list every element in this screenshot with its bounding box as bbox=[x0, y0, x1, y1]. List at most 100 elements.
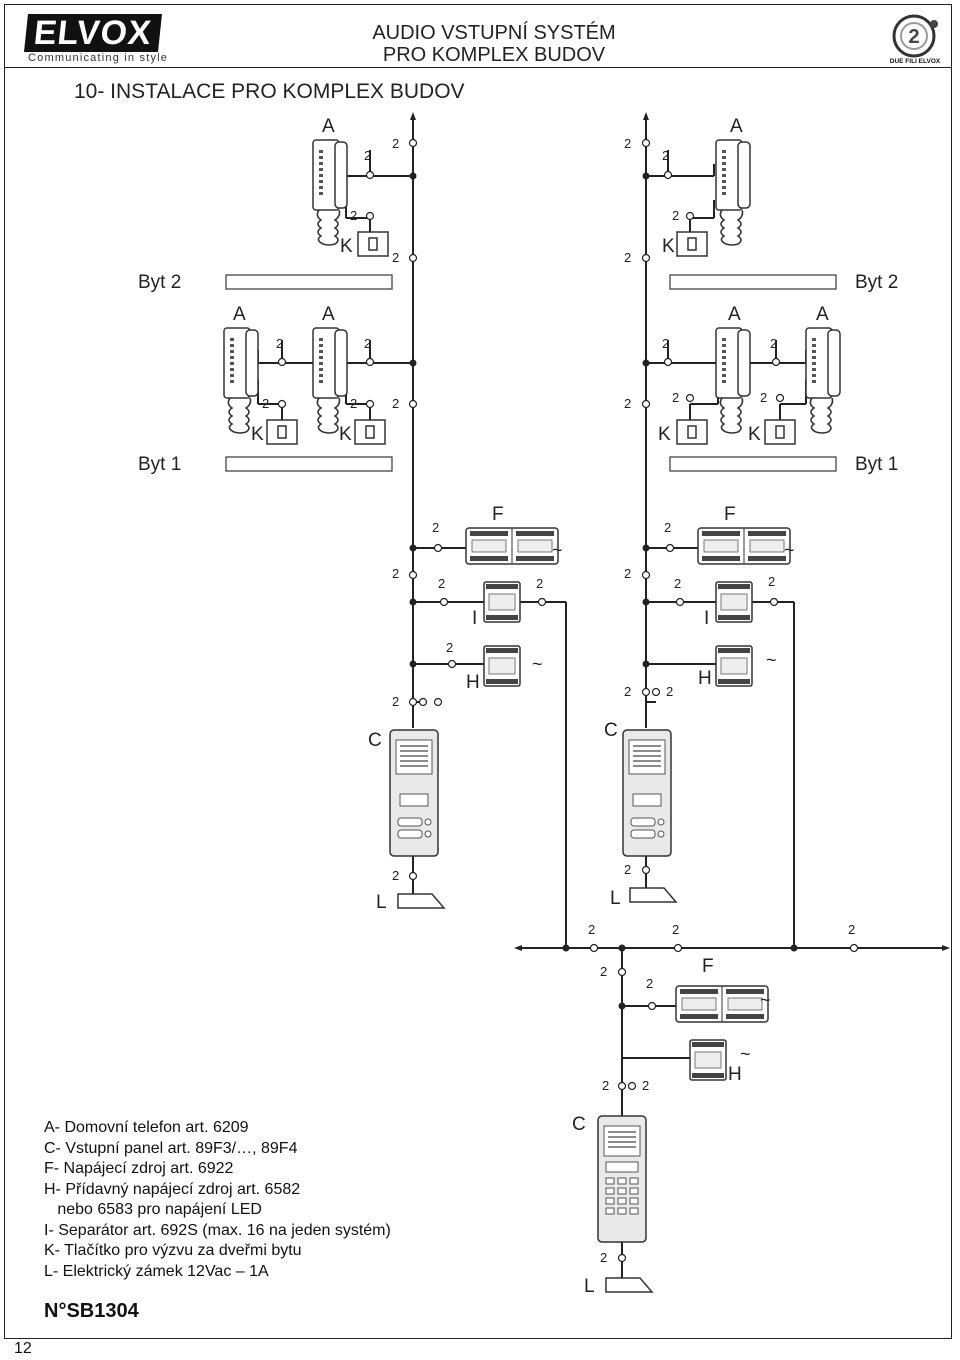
ac-symbol: ~ bbox=[784, 540, 795, 560]
door-call-button-k bbox=[764, 419, 796, 445]
legend-item: F- Napájecí zdroj art. 6922 bbox=[44, 1160, 234, 1177]
label-k: K bbox=[748, 424, 761, 445]
badge-label: DUE FILI ELVOX bbox=[889, 58, 941, 65]
separator-i bbox=[715, 581, 753, 623]
floor-slab-b2-byt2 bbox=[669, 274, 837, 290]
label-k: K bbox=[662, 236, 675, 257]
entrance-panel-c bbox=[622, 729, 672, 857]
wire-count-2: 2 bbox=[624, 250, 631, 265]
label-c: C bbox=[572, 1114, 586, 1135]
ac-symbol: ~ bbox=[760, 990, 771, 1010]
aux-power-supply-h bbox=[483, 645, 521, 687]
wire-count-2: 2 bbox=[446, 640, 453, 655]
wire-count-2: 2 bbox=[674, 576, 681, 591]
entrance-panel-c-keypad bbox=[597, 1115, 647, 1243]
header-title-line2: PRO KOMPLEX BUDOV bbox=[382, 44, 606, 66]
due-fili-icon: 2 bbox=[892, 14, 938, 58]
home-telephone-a bbox=[715, 327, 751, 434]
floor-label-b2-byt2: Byt 2 bbox=[855, 272, 898, 293]
label-f: F bbox=[492, 504, 504, 525]
floor-label-b1-byt2: Byt 2 bbox=[138, 272, 181, 293]
label-a: A bbox=[233, 304, 246, 325]
label-a: A bbox=[728, 304, 741, 325]
electric-lock-l bbox=[397, 893, 445, 909]
label-a: A bbox=[816, 304, 829, 325]
door-call-button-k bbox=[354, 419, 386, 445]
wire-count-2: 2 bbox=[770, 336, 777, 351]
label-a: A bbox=[322, 304, 335, 325]
logo-tagline: Communicating in style bbox=[28, 52, 169, 64]
ac-symbol: ~ bbox=[740, 1044, 751, 1064]
wire-count-rings bbox=[277, 138, 859, 1263]
floor-label-b2-byt1: Byt 1 bbox=[855, 454, 898, 475]
entrance-panel-c bbox=[389, 729, 439, 857]
label-h: H bbox=[698, 668, 712, 689]
ac-symbol: ~ bbox=[766, 650, 777, 670]
document-number: N°SB1304 bbox=[44, 1300, 139, 1322]
door-call-button-k bbox=[357, 231, 389, 257]
wire-count-2: 2 bbox=[432, 520, 439, 535]
svg-text:2: 2 bbox=[908, 26, 919, 48]
power-supply-f bbox=[697, 527, 791, 565]
label-k: K bbox=[658, 424, 671, 445]
label-c: C bbox=[368, 730, 382, 751]
wire-count-2: 2 bbox=[364, 148, 371, 163]
label-c: C bbox=[604, 720, 618, 741]
wire-count-2: 2 bbox=[438, 576, 445, 591]
home-telephone-a bbox=[312, 327, 348, 434]
wire-count-2: 2 bbox=[392, 136, 399, 151]
elvox-logo: ELVOX Communicating in style bbox=[24, 14, 186, 64]
wire-count-2: 2 bbox=[624, 862, 631, 877]
wire-count-2: 2 bbox=[662, 336, 669, 351]
wire-count-2: 2 bbox=[662, 148, 669, 163]
wire-count-2: 2 bbox=[646, 976, 653, 991]
wire-count-2: 2 bbox=[642, 1078, 649, 1093]
wire-count-2: 2 bbox=[672, 390, 679, 405]
wire-count-2: 2 bbox=[600, 964, 607, 979]
page-number: 12 bbox=[14, 1340, 32, 1357]
door-call-button-k bbox=[266, 419, 298, 445]
wire-count-2: 2 bbox=[392, 566, 399, 581]
page-frame bbox=[4, 4, 952, 1339]
label-k: K bbox=[340, 236, 353, 257]
wire-count-2: 2 bbox=[666, 684, 673, 699]
door-call-button-k bbox=[676, 419, 708, 445]
header-title-line1: AUDIO VSTUPNÍ SYSTÉM bbox=[372, 22, 616, 44]
aux-power-supply-h bbox=[715, 645, 753, 687]
legend-item: K- Tlačítko pro výzvu za dveřmi bytu bbox=[44, 1242, 302, 1259]
ac-symbol: ~ bbox=[532, 654, 543, 674]
wire-count-2: 2 bbox=[672, 208, 679, 223]
legend-item: A- Domovní telefon art. 6209 bbox=[44, 1119, 249, 1136]
wire-count-2: 2 bbox=[768, 574, 775, 589]
wire-count-2: 2 bbox=[664, 520, 671, 535]
wire-count-2: 2 bbox=[588, 922, 595, 937]
legend: A- Domovní telefon art. 6209 C- Vstupní … bbox=[44, 1118, 391, 1282]
wire-count-2: 2 bbox=[276, 336, 283, 351]
wire-count-2: 2 bbox=[536, 576, 543, 591]
home-telephone-a bbox=[223, 327, 259, 434]
section-title: 10- INSTALACE PRO KOMPLEX BUDOV bbox=[74, 80, 465, 103]
label-k: K bbox=[339, 424, 352, 445]
wire-count-2: 2 bbox=[672, 922, 679, 937]
wire-count-2: 2 bbox=[602, 1078, 609, 1093]
label-h: H bbox=[466, 672, 480, 693]
power-supply-f bbox=[465, 527, 559, 565]
floor-label-b1-byt1: Byt 1 bbox=[138, 454, 181, 475]
label-i: I bbox=[704, 608, 709, 629]
wire-count-2: 2 bbox=[624, 396, 631, 411]
legend-item: H- Přídavný napájecí zdroj art. 6582 bbox=[44, 1180, 301, 1198]
label-a: A bbox=[322, 116, 335, 137]
label-i: I bbox=[472, 608, 477, 629]
legend-item: nebo 6583 pro napájení LED bbox=[44, 1201, 262, 1218]
floor-slab-b1-byt1 bbox=[225, 456, 393, 472]
wire-count-2: 2 bbox=[848, 922, 855, 937]
legend-item: L- Elektrický zámek 12Vac – 1A bbox=[44, 1262, 269, 1280]
wire-count-2: 2 bbox=[392, 694, 399, 709]
wire-count-2: 2 bbox=[392, 250, 399, 265]
electric-lock-l bbox=[605, 1277, 653, 1293]
floor-slab-b2-byt1 bbox=[669, 456, 837, 472]
wire-count-2: 2 bbox=[624, 566, 631, 581]
wire-count-2: 2 bbox=[364, 336, 371, 351]
label-l: L bbox=[376, 892, 387, 913]
